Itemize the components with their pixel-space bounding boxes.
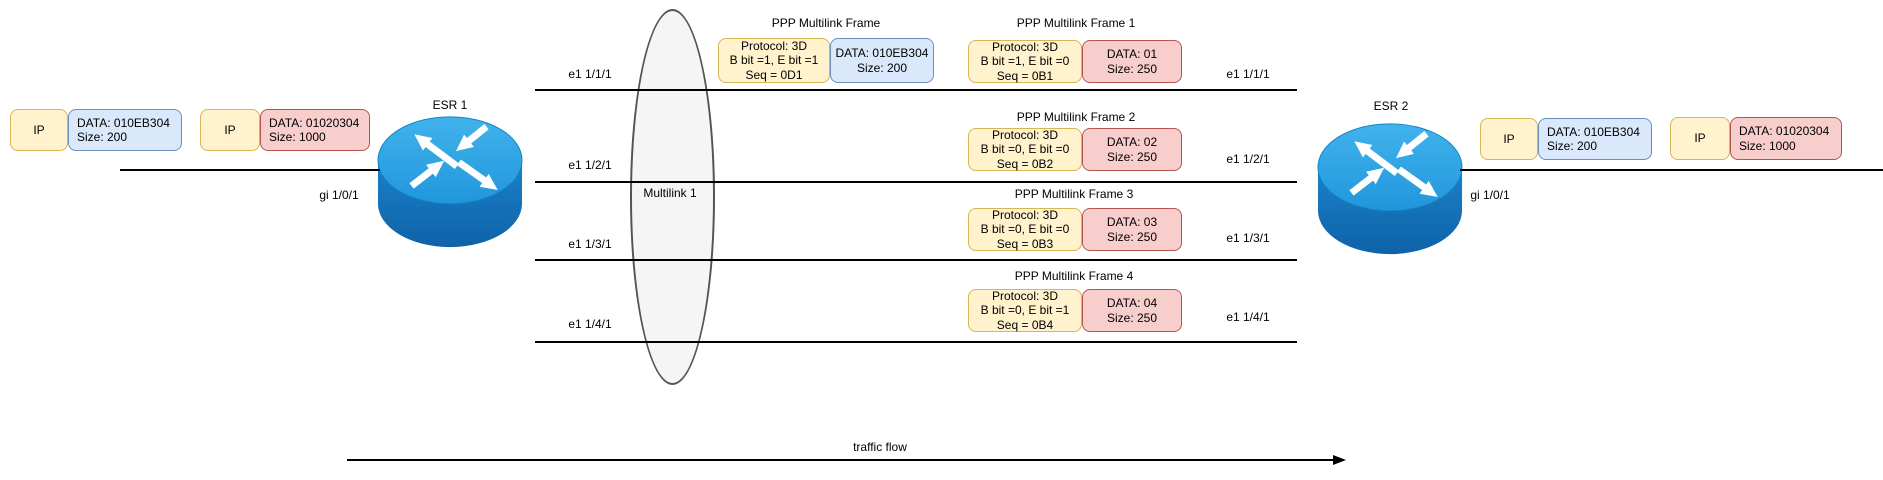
frame1-data-box: DATA: 01 Size: 250 [1082,40,1182,83]
frame0-data-line1: DATA: 010EB304 [835,46,929,61]
left-packet1-data-line1: DATA: 010EB304 [77,115,170,130]
right-packet1-ip-box: IP [1480,118,1538,160]
right-packet1-ip-label: IP [1503,131,1515,146]
frame2-header-line3: Seq = 0B2 [996,156,1054,171]
frame4-header-line1: Protocol: 3D [991,288,1059,303]
frame3-header-line3: Seq = 0B3 [996,236,1054,251]
frame1-header-line3: Seq = 0B1 [996,68,1054,83]
link4-right-label: e1 1/4/1 [1226,310,1270,324]
frame3-data-line1: DATA: 03 [1106,215,1158,230]
left-packet2-data-line1: DATA: 01020304 [269,115,360,130]
link-line-2 [535,181,1297,183]
frame0-header-line1: Protocol: 3D [740,38,808,53]
traffic-flow-label: traffic flow [853,440,907,454]
frame3-title: PPP Multilink Frame 3 [1014,187,1134,201]
right-packet1-data-line2: Size: 200 [1547,139,1598,153]
frame2-data-line2: Size: 250 [1106,149,1158,164]
frame2-data-box: DATA: 02 Size: 250 [1082,128,1182,171]
frame4-header-line3: Seq = 0B4 [996,317,1054,332]
link1-right-label: e1 1/1/1 [1226,67,1270,81]
left-packet1-ip-label: IP [33,122,45,137]
traffic-flow-arrow-line [347,459,1335,461]
right-packet2-ip-box: IP [1670,117,1730,160]
frame1-header-line1: Protocol: 3D [991,39,1059,54]
right-packet1-data-line1: DATA: 010EB304 [1547,124,1640,139]
frame2-data-line1: DATA: 02 [1106,135,1158,150]
frame2-title: PPP Multilink Frame 2 [1016,110,1136,124]
frame3-data-line2: Size: 250 [1106,229,1158,244]
esr1-label: ESR 1 [432,98,468,112]
left-packet2-ip-label: IP [224,122,236,137]
esr2-label: ESR 2 [1373,99,1409,113]
frame1-title: PPP Multilink Frame 1 [1016,16,1136,30]
link1-left-label: e1 1/1/1 [568,67,612,81]
frame1-data-line2: Size: 250 [1106,61,1158,76]
frame0-data-line2: Size: 200 [856,60,908,75]
left-packet2-ip-box: IP [200,109,260,151]
frame0-header-line3: Seq = 0D1 [745,67,803,82]
frame0-data-box: DATA: 010EB304 Size: 200 [830,38,934,83]
left-packet1-ip-box: IP [10,109,68,151]
left-packet2-data-box: DATA: 01020304 Size: 1000 [260,109,370,151]
frame1-data-line1: DATA: 01 [1106,47,1158,62]
link-line-4 [535,341,1297,343]
right-packet2-ip-label: IP [1694,131,1706,146]
link2-left-label: e1 1/2/1 [568,158,612,172]
multilink-label: Multilink 1 [643,186,697,200]
frame4-header-box: Protocol: 3D B bit =0, E bit =1 Seq = 0B… [968,289,1082,332]
frame2-header-line2: B bit =0, E bit =0 [980,142,1070,157]
esr2-router-icon [1317,123,1463,255]
right-packet2-data-box: DATA: 01020304 Size: 1000 [1730,117,1842,160]
frame0-header-box: Protocol: 3D B bit =1, E bit =1 Seq = 0D… [718,38,830,83]
link-line-1 [535,89,1297,91]
frame3-header-line1: Protocol: 3D [991,207,1059,222]
link3-left-label: e1 1/3/1 [568,237,612,251]
link-line-3 [535,259,1297,261]
link3-right-label: e1 1/3/1 [1226,231,1270,245]
esr1-router-icon [377,116,523,248]
multilink-ellipse [630,9,715,385]
right-packet1-data-box: DATA: 010EB304 Size: 200 [1538,118,1652,160]
right-packet2-data-line1: DATA: 01020304 [1739,124,1830,139]
frame4-data-line1: DATA: 04 [1106,296,1158,311]
frame0-title: PPP Multilink Frame [771,16,881,30]
link2-right-label: e1 1/2/1 [1226,152,1270,166]
frame3-header-box: Protocol: 3D B bit =0, E bit =0 Seq = 0B… [968,208,1082,251]
frame2-header-box: Protocol: 3D B bit =0, E bit =0 Seq = 0B… [968,128,1082,171]
left-packet2-data-line2: Size: 1000 [269,130,326,144]
frame3-data-box: DATA: 03 Size: 250 [1082,208,1182,251]
right-packet2-data-line2: Size: 1000 [1739,138,1796,153]
frame4-title: PPP Multilink Frame 4 [1014,269,1134,283]
gi-line-left [120,169,380,171]
frame4-data-line2: Size: 250 [1106,310,1158,325]
frame4-data-box: DATA: 04 Size: 250 [1082,289,1182,332]
left-packet1-data-line2: Size: 200 [77,130,128,144]
gi-line-right [1460,169,1883,171]
link4-left-label: e1 1/4/1 [568,317,612,331]
frame1-header-line2: B bit =1, E bit =0 [980,54,1070,69]
frame3-header-line2: B bit =0, E bit =0 [980,222,1070,237]
frame4-header-line2: B bit =0, E bit =1 [980,303,1070,318]
frame0-header-line2: B bit =1, E bit =1 [729,53,819,68]
left-packet1-data-box: DATA: 010EB304 Size: 200 [68,109,182,151]
esr2-interface-label: gi 1/0/1 [1470,188,1510,202]
traffic-flow-arrowhead-icon [1333,455,1346,465]
esr1-interface-label: gi 1/0/1 [319,188,359,202]
frame2-header-line1: Protocol: 3D [991,127,1059,142]
frame1-header-box: Protocol: 3D B bit =1, E bit =0 Seq = 0B… [968,40,1082,83]
